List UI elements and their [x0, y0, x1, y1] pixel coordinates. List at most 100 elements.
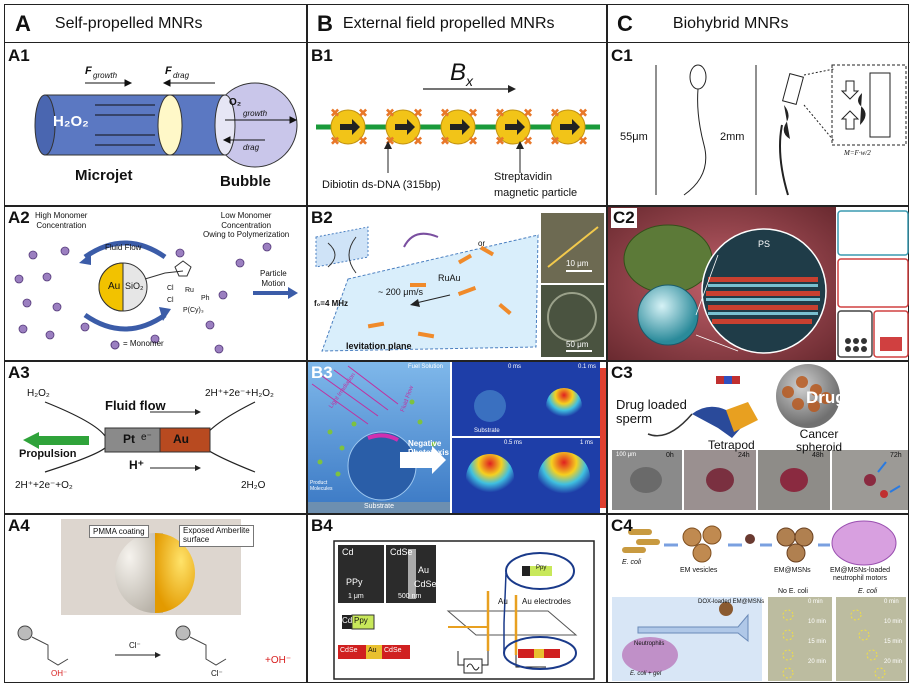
panel-label-b2: B2 — [311, 208, 333, 227]
panel-c3: C3 Drug loaded sperm Drug Tetrapod Cance… — [608, 362, 910, 513]
divider-h1 — [5, 205, 908, 207]
streptavidin-mark: ✖ — [330, 106, 340, 120]
au-label: Au — [108, 281, 121, 292]
header-c: C Biohybrid MNRs — [607, 5, 910, 43]
fluid-flow-a3: Fluid flow — [105, 398, 166, 413]
propulsion-label: Propulsion — [19, 448, 77, 460]
time-20min-b: 20 min — [884, 659, 903, 665]
streptavidin-mark: ✖ — [495, 134, 505, 148]
header-b: B External field propelled MNRs — [307, 5, 607, 43]
panel-c2: C2 PS — [608, 207, 910, 360]
figure-grid: A Self-propelled MNRs B External field p… — [4, 4, 910, 684]
negative-phototaxis-diagram — [308, 362, 606, 513]
ruau-label: RuAu — [438, 273, 461, 283]
bead-arrow — [560, 119, 580, 135]
time-0ms: 0 ms — [508, 364, 522, 370]
f-drag2-sub: drag — [243, 143, 260, 152]
fuel-solution-label: Fuel Solution — [408, 364, 444, 370]
sio2-label: SiO₂ — [125, 281, 144, 291]
sperm-hybrid-diagram — [655, 64, 907, 196]
bead-arrow — [395, 119, 415, 135]
loaded-motors-label: EM@MSNs-loaded neutrophil motors — [830, 567, 891, 582]
bx-sub: x — [466, 73, 473, 89]
divider-h3 — [5, 513, 908, 515]
panel-b3: B3 Fuel Solution Light Irradiation — [308, 362, 606, 513]
electron-label: e⁻ — [141, 432, 152, 443]
panel-label-c1: C1 — [611, 46, 633, 65]
multilayer-motor-render — [608, 207, 909, 360]
substrate-small-label: Substrate — [474, 428, 500, 434]
panel-label-b4: B4 — [311, 516, 333, 535]
bar-au-b: Au — [368, 647, 377, 654]
streptavidin-label: Streptavidin — [494, 171, 553, 183]
monomer-legend: = Monomer — [123, 339, 164, 348]
streptavidin-mark: ✖ — [468, 134, 478, 148]
negative-phototaxis-label: Negative Phototaxis — [408, 439, 449, 457]
column-letter-a: A — [15, 10, 31, 36]
divider-v2 — [606, 5, 608, 682]
panel-a2: A2 High Monomer Concentration Low Mon — [5, 207, 306, 360]
sem-au-label: Au — [418, 565, 430, 575]
panel-b2: B2 ~ 200 μm/s RuAu f₀=4 MHz levitation p… — [308, 207, 606, 360]
f-drag-sub: drag — [173, 71, 190, 80]
scale-55um: 55μm — [620, 131, 648, 143]
streptavidin-mark: ✖ — [385, 134, 395, 148]
cancer-spheroid-label: Cancer spheroid — [796, 427, 843, 454]
column-letter-c: C — [617, 10, 633, 36]
time-01ms: 0.1 ms — [578, 364, 597, 370]
bead-arrow — [340, 119, 360, 135]
column-title-a: Self-propelled MNRs — [54, 14, 203, 32]
h2o2-label: H₂O₂ — [53, 113, 89, 130]
sperm-tetrapod-diagram — [612, 364, 908, 510]
high-monomer-label: High Monomer Concentration — [35, 211, 88, 230]
oh-counterion: OH⁻ — [51, 669, 68, 678]
neutrophils-label: Neutrophils — [634, 641, 665, 647]
bimetallic-rod-diagram — [23, 401, 256, 473]
au-electrodes-label: Au electrodes — [522, 597, 571, 606]
streptavidin-mark: ✖ — [523, 134, 533, 148]
streptavidin-mark: ✖ — [413, 106, 423, 120]
ph-label: Ph — [201, 295, 210, 302]
f-growth-label: F — [85, 65, 92, 77]
panel-label-a2: A2 — [8, 208, 30, 227]
cl-counterion: Cl⁻ — [211, 669, 223, 678]
or-label: or — [478, 239, 486, 248]
bead-arrow — [450, 119, 470, 135]
time-48h: 48h — [812, 452, 824, 459]
time-1ms: 1 ms — [580, 440, 594, 446]
dna-label: Dibiotin ds-DNA (315bp) — [322, 179, 441, 191]
panel-label-c3: C3 — [611, 363, 633, 382]
panel-c4: C4 E. coli EM vesicles EM@MSNs EM@MSNs-l… — [608, 515, 910, 684]
pmma-callout: PMMA coating — [89, 525, 149, 538]
ecoli-label: E. coli — [622, 559, 642, 566]
substrate-main-label: Substrate — [364, 503, 394, 510]
column-title-b: External field propelled MNRs — [342, 14, 555, 32]
water-label: 2H₂O — [241, 480, 266, 491]
panel-label-c4: C4 — [611, 516, 633, 535]
magnetic-chain-diagram: ✖✖✖✖✖✖✖✖✖✖✖✖✖✖✖✖✖✖✖✖ — [316, 85, 600, 173]
panel-label-a1: A1 — [8, 46, 30, 65]
cl-arrow-label: Cl⁻ — [129, 641, 141, 650]
time-24h: 24h — [738, 452, 750, 459]
bar-cdse-c: CdSe — [384, 647, 402, 654]
f-drag-label: F — [165, 65, 172, 77]
bar-cdse-a: CdSe — [340, 647, 358, 654]
panel-label-a4: A4 — [8, 516, 30, 535]
bead-arrow — [505, 119, 525, 135]
header-a: A Self-propelled MNRs — [5, 5, 307, 43]
ecoli-header: E. coli — [858, 588, 878, 595]
streptavidin-mark: ✖ — [578, 134, 588, 148]
streptavidin-mark: ✖ — [413, 134, 423, 148]
janus-particle-diagram — [14, 240, 298, 354]
h-plus-label: H⁺ — [129, 458, 144, 472]
scale-1um: 1 μm — [348, 593, 364, 600]
bubble-label: Bubble — [220, 173, 271, 190]
sem-cdse1-label: CdSe — [390, 547, 413, 557]
magnetic-particle-label: magnetic particle — [494, 187, 578, 199]
time-10min-a: 10 min — [808, 619, 827, 625]
particle-motion-label: Particle Motion — [260, 269, 287, 288]
oh-product: +OH⁻ — [265, 655, 292, 666]
levitation-plane-label: levitation plane — [346, 341, 412, 351]
pcy-label: P(Cy)₃ — [183, 307, 204, 314]
f-growth-sub: growth — [93, 71, 118, 80]
